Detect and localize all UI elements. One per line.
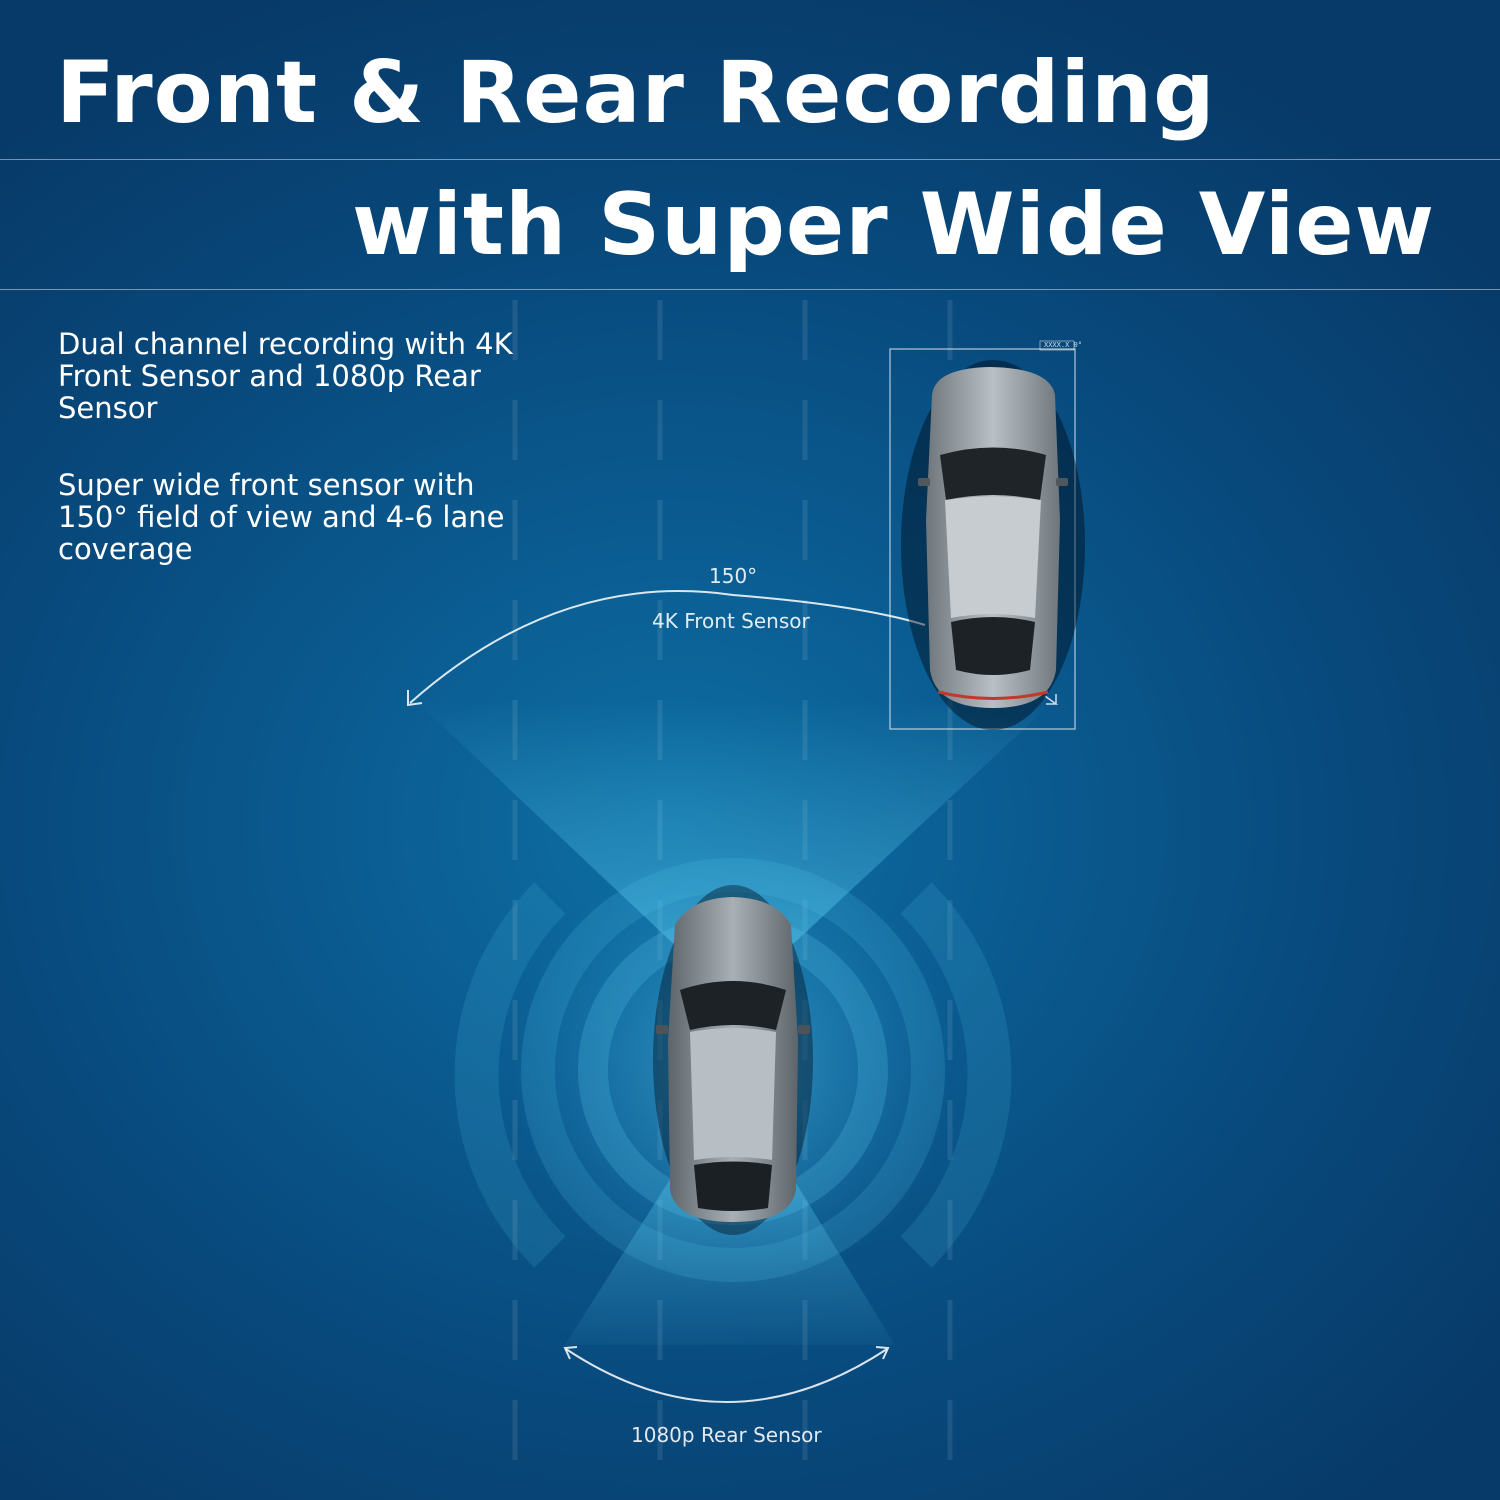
title-line-1: Front & Rear Recording — [56, 43, 1216, 143]
front-arc-arrowhead — [407, 690, 423, 707]
divider-bottom — [0, 289, 1500, 290]
rear-arc-arrowhead-right — [875, 1346, 890, 1360]
feature-text-wide-view: Super wide front sensor with 150° field … — [58, 468, 505, 566]
front-sensor-label: 4K Front Sensor — [652, 609, 810, 633]
rear-sensor-label: 1080p Rear Sensor — [631, 1423, 822, 1447]
front-fov-cone — [415, 700, 1055, 1000]
detection-tag: XXXX.X 0° — [1044, 341, 1082, 349]
fov-angle-label: 150° — [709, 564, 758, 588]
detection-box — [889, 348, 1076, 730]
divider-top — [0, 159, 1500, 160]
rear-arc-arrowhead-left — [563, 1346, 578, 1360]
ego-car — [653, 885, 813, 1235]
feature-text-dual-channel: Dual channel recording with 4K Front Sen… — [58, 327, 513, 425]
title-line-2: with Super Wide View — [352, 175, 1436, 275]
front-sensor-arc — [409, 590, 926, 704]
lead-car — [901, 360, 1085, 730]
rear-sensor-arc — [565, 1348, 888, 1403]
